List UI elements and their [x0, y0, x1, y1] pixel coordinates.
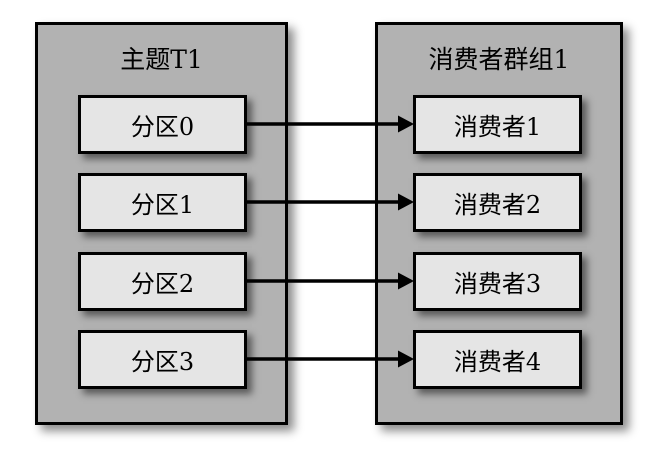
consumer-node-0: 消费者1: [413, 95, 582, 154]
consumer-node-1: 消费者2: [413, 173, 582, 232]
partition-node-3: 分区3: [78, 330, 247, 389]
partition-node-0: 分区0: [78, 95, 247, 154]
topic-title: 主题T1: [120, 45, 203, 74]
topic-container: 主题T1 分区0 分区1 分区2 分区3: [35, 22, 288, 425]
partition-node-2: 分区2: [78, 252, 247, 311]
consumer-node-2: 消费者3: [413, 252, 582, 311]
consumer-group-title: 消费者群组1: [428, 45, 570, 74]
consumer-node-3: 消费者4: [413, 330, 582, 389]
consumer-group-container: 消费者群组1 消费者1 消费者2 消费者3 消费者4: [375, 22, 623, 425]
partition-node-1: 分区1: [78, 173, 247, 232]
